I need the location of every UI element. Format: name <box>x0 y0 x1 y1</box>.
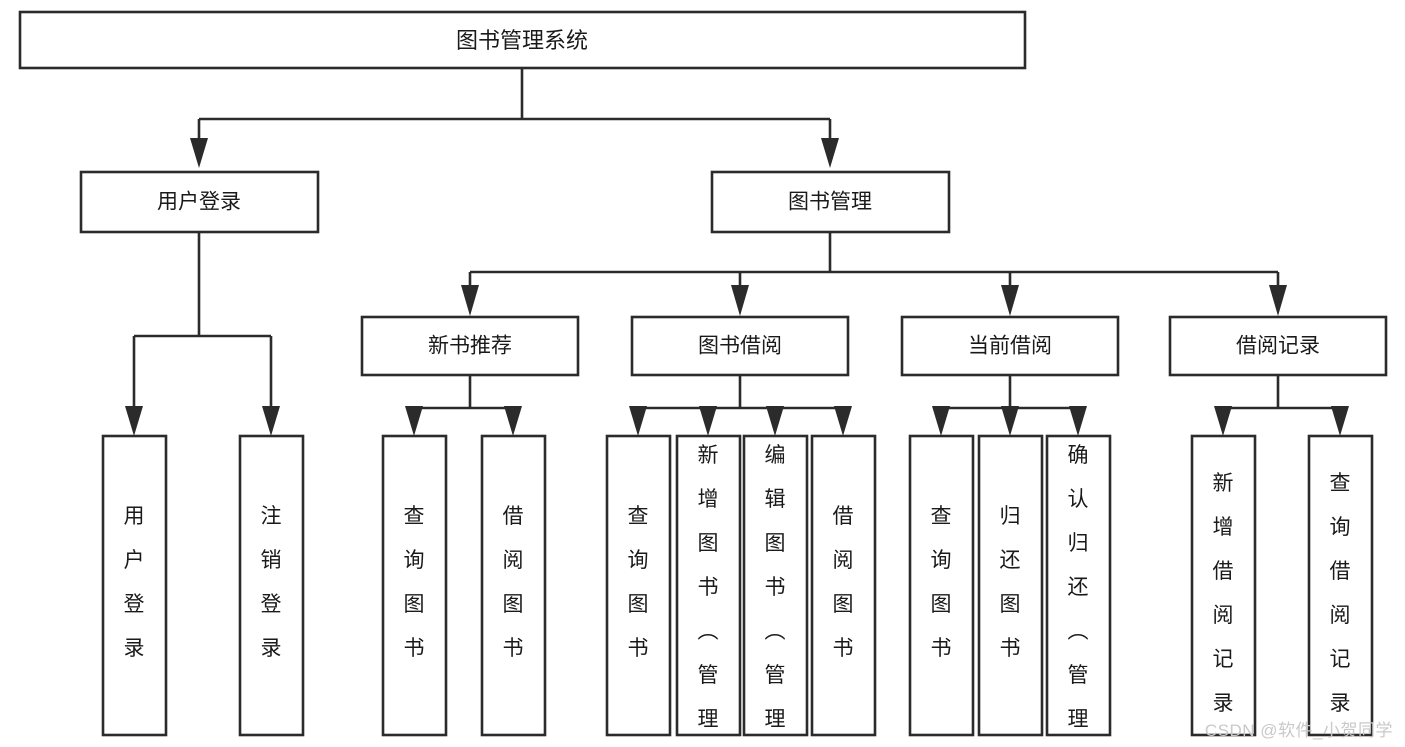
node-leaf-add-record-label: 新增借阅记录 <box>1213 472 1234 715</box>
arrow-head-leaf-confirm-return <box>1069 406 1087 436</box>
node-leaf-borrow-book-1-label: 借阅图书 <box>503 505 524 660</box>
node-user-login[interactable]: 用户登录 <box>79 170 320 234</box>
arrow-head-leaf-add-book <box>699 406 717 436</box>
node-book-management-box[interactable] <box>710 170 951 234</box>
node-leaf-add-book[interactable]: 新增图书︵管理员︶ <box>675 434 742 747</box>
node-leaf-borrow-book-2[interactable]: 借阅图书 <box>810 434 877 737</box>
arrow-head-leaf-borrow-book-2 <box>834 406 852 436</box>
connector-layer <box>125 68 1349 436</box>
node-book-management-label: 图书管理 <box>788 191 872 214</box>
node-current-borrow-box[interactable] <box>900 315 1120 377</box>
node-new-book-recommend-box[interactable] <box>360 315 580 377</box>
node-user-login-box[interactable] <box>79 170 320 234</box>
node-borrow-record-label: 借阅记录 <box>1236 335 1320 358</box>
node-leaf-query-book-1-box[interactable] <box>381 434 448 737</box>
arrow-head-user-login <box>190 138 208 168</box>
node-leaf-borrow-book-1-box[interactable] <box>480 434 547 737</box>
node-leaf-logout-login[interactable]: 注销登录 <box>238 434 305 737</box>
node-leaf-add-record[interactable]: 新增借阅记录 <box>1190 434 1257 737</box>
node-leaf-query-book-3[interactable]: 查询图书 <box>908 434 975 737</box>
node-book-borrow-box[interactable] <box>630 315 850 377</box>
node-leaf-borrow-book-2-label: 借阅图书 <box>833 505 854 660</box>
node-leaf-borrow-book-2-box[interactable] <box>810 434 877 737</box>
arrow-head-current-borrow <box>1001 285 1019 316</box>
node-leaf-return-book-label: 归还图书 <box>1000 505 1021 660</box>
arrow-head-leaf-query-book-1 <box>405 406 423 436</box>
arrow-head-leaf-return-book <box>1001 406 1019 436</box>
arrow-head-leaf-user-login <box>125 406 143 436</box>
arrow-head-leaf-add-record <box>1214 406 1232 436</box>
node-leaf-query-book-3-box[interactable] <box>908 434 975 737</box>
node-leaf-user-login[interactable]: 用户登录 <box>101 434 168 737</box>
node-book-borrow[interactable]: 图书借阅 <box>630 315 850 377</box>
node-current-borrow[interactable]: 当前借阅 <box>900 315 1120 377</box>
node-root[interactable]: 图书管理系统 <box>18 10 1027 70</box>
node-book-borrow-label: 图书借阅 <box>698 335 782 358</box>
node-new-book-recommend-label: 新书推荐 <box>428 335 512 358</box>
node-book-management[interactable]: 图书管理 <box>710 170 951 234</box>
node-leaf-add-record-box[interactable] <box>1190 434 1257 737</box>
node-leaf-confirm-return[interactable]: 确认归还︵管理员︶ <box>1045 434 1112 747</box>
arrow-head-leaf-logout-login <box>262 406 280 436</box>
arrow-head-leaf-query-record <box>1331 406 1349 436</box>
arrow-head-new-book-recommend <box>461 285 479 316</box>
node-leaf-borrow-book-1[interactable]: 借阅图书 <box>480 434 547 737</box>
node-leaf-query-book-1-label: 查询图书 <box>404 505 425 660</box>
arrow-head-borrow-record <box>1269 285 1287 316</box>
arrow-head-book-management <box>821 138 839 168</box>
node-leaf-edit-book-box[interactable] <box>742 434 809 737</box>
node-leaf-edit-book-label: 编辑图书︵管理员︶ <box>765 444 786 747</box>
node-leaf-query-record-label: 查询借阅记录 <box>1330 472 1351 715</box>
arrow-head-leaf-query-book-2 <box>629 406 647 436</box>
node-leaf-query-book-2-label: 查询图书 <box>628 505 649 660</box>
node-leaf-query-record[interactable]: 查询借阅记录 <box>1307 434 1374 737</box>
node-user-login-label: 用户登录 <box>157 191 241 214</box>
node-leaf-confirm-return-box[interactable] <box>1045 434 1112 737</box>
node-new-book-recommend[interactable]: 新书推荐 <box>360 315 580 377</box>
node-leaf-add-book-box[interactable] <box>675 434 742 737</box>
node-leaf-add-book-label: 新增图书︵管理员︶ <box>698 444 719 747</box>
node-leaf-confirm-return-label: 确认归还︵管理员︶ <box>1068 444 1089 747</box>
node-leaf-return-book[interactable]: 归还图书 <box>977 434 1044 737</box>
arrow-head-leaf-borrow-book-1 <box>504 406 522 436</box>
arrow-head-leaf-query-book-3 <box>932 406 950 436</box>
node-leaf-logout-login-box[interactable] <box>238 434 305 737</box>
node-leaf-user-login-box[interactable] <box>101 434 168 737</box>
node-leaf-query-book-2-box[interactable] <box>605 434 672 737</box>
node-borrow-record-box[interactable] <box>1168 315 1388 377</box>
arrow-head-book-borrow <box>731 285 749 316</box>
arrow-head-leaf-edit-book <box>766 406 784 436</box>
node-root-label: 图书管理系统 <box>456 28 588 53</box>
node-leaf-query-book-2[interactable]: 查询图书 <box>605 434 672 737</box>
node-leaf-logout-login-label: 注销登录 <box>261 505 282 660</box>
node-root-box[interactable] <box>18 10 1027 70</box>
node-leaf-query-record-box[interactable] <box>1307 434 1374 737</box>
node-leaf-query-book-3-label: 查询图书 <box>931 505 952 660</box>
node-borrow-record[interactable]: 借阅记录 <box>1168 315 1388 377</box>
node-leaf-query-book-1[interactable]: 查询图书 <box>381 434 448 737</box>
node-leaf-user-login-label: 用户登录 <box>124 505 145 660</box>
node-current-borrow-label: 当前借阅 <box>968 335 1052 358</box>
node-leaf-return-book-box[interactable] <box>977 434 1044 737</box>
node-leaf-edit-book[interactable]: 编辑图书︵管理员︶ <box>742 434 809 747</box>
